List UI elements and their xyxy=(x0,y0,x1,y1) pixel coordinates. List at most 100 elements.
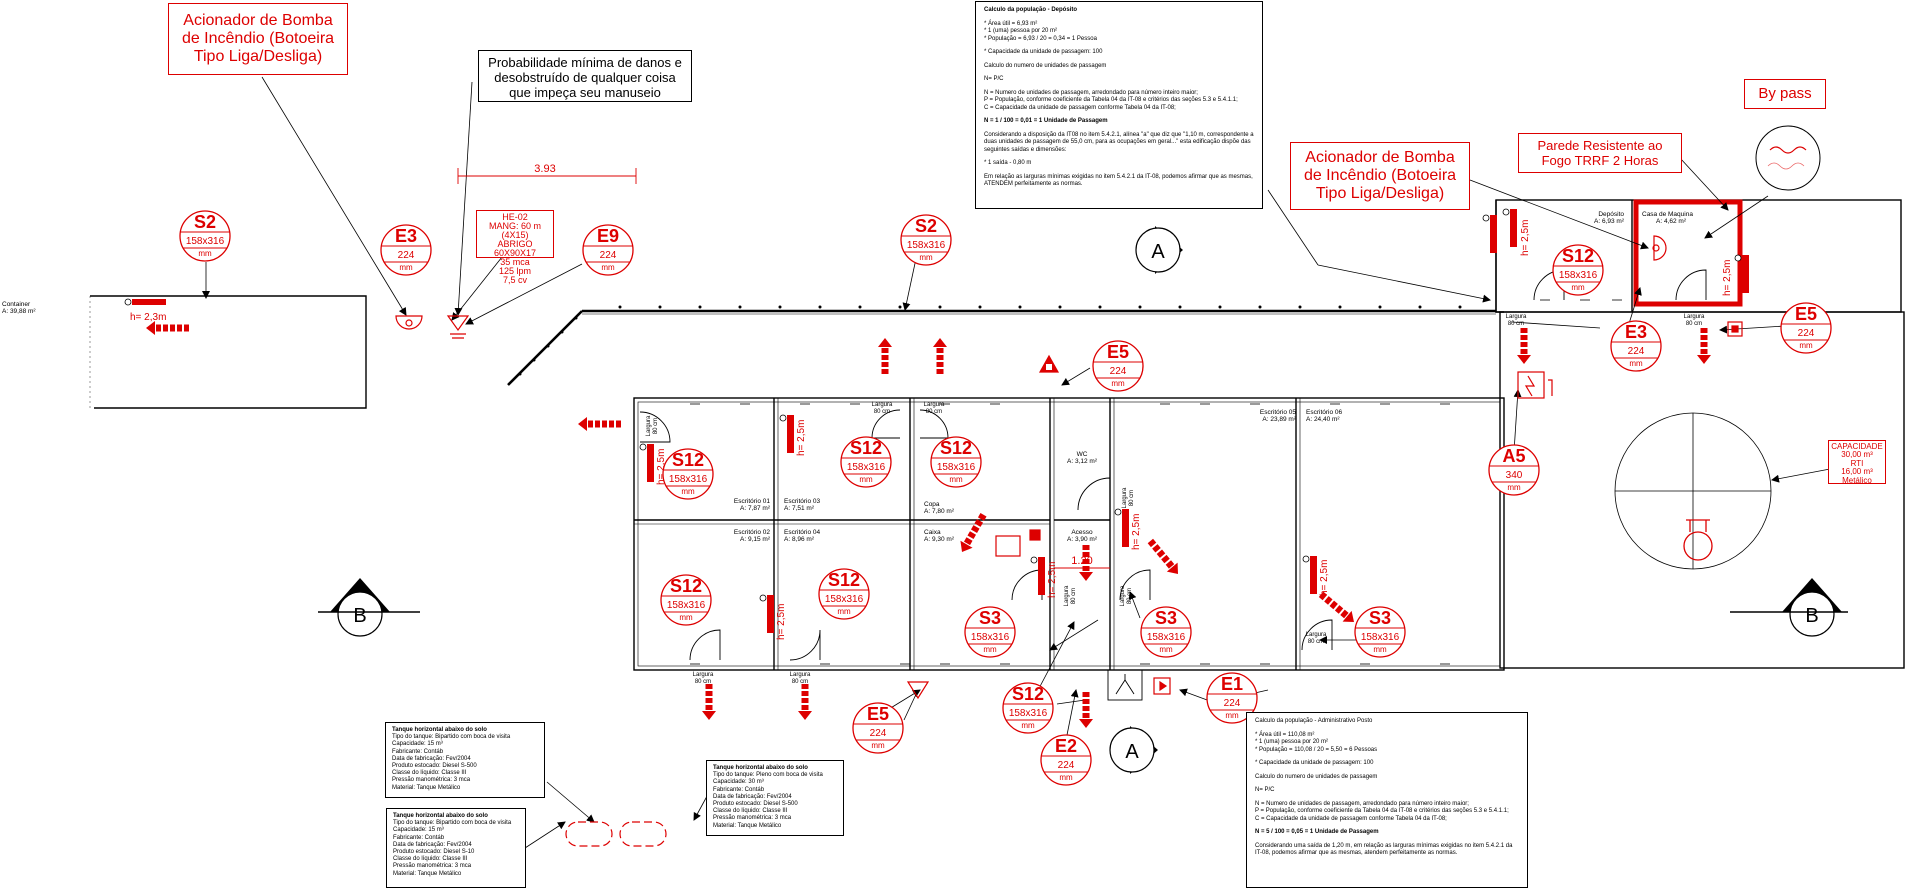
svg-text:158x316: 158x316 xyxy=(1147,632,1186,643)
sign-E3-right: E3 224 mm xyxy=(1610,320,1662,372)
door-label: 80 cm xyxy=(1071,588,1077,604)
room-name: Copa xyxy=(924,501,940,508)
calc-line: * Área útil = 110,08 m² xyxy=(1255,731,1315,738)
calc-line: P = População, conforme coeficiente da T… xyxy=(1255,808,1509,814)
height-label: h= 2,5m xyxy=(776,604,787,640)
tank-circle xyxy=(1614,412,1772,570)
calc-line: * 1 (uma) pessoa por 20 m² xyxy=(1255,739,1329,745)
population-calc-admin: Calculo da população - Administrativo Po… xyxy=(1246,712,1528,888)
sign-S2-top: S2 158x316 mm xyxy=(900,214,952,266)
sign-E9: E9 224 mm xyxy=(582,224,634,276)
height-label: h= 2,5m xyxy=(1722,260,1733,296)
tank-line: Capacidade: 15 m³ xyxy=(392,741,443,748)
sign-S12-escritorio02: S12 158x316 mm xyxy=(660,574,712,626)
svg-text:158x316: 158x316 xyxy=(1361,632,1400,643)
calc-line: P = População, conforme coeficiente da T… xyxy=(984,97,1238,103)
room-name: Escritório 04 xyxy=(784,529,821,536)
capacity-line: 30,00 m³ xyxy=(1841,450,1873,460)
hydrant-line: 35 mca xyxy=(500,257,530,267)
sign-E5-right: E5 224 mm xyxy=(1780,302,1832,354)
tank-line: Classe do líquido: Classe III xyxy=(713,808,788,815)
room-area: A: 7,87 m² xyxy=(740,505,771,512)
svg-text:mm: mm xyxy=(1571,283,1585,292)
door-label: Largura xyxy=(872,402,893,408)
calc-line: * Capacidade da unidade de passagem: 100 xyxy=(984,49,1103,55)
calc-line: N = 5 / 100 = 0,05 = 1 Unidade de Passag… xyxy=(1255,829,1379,835)
svg-text:224: 224 xyxy=(1058,760,1075,771)
calc-line: * População = 110,08 / 20 = 5,50 = 6 Pes… xyxy=(1255,746,1378,753)
svg-text:mm: mm xyxy=(1629,359,1643,368)
svg-text:158x316: 158x316 xyxy=(971,632,1010,643)
sign-E2: E2 224 mm xyxy=(1040,734,1092,786)
tank-title: Tanque horizontal abaixo do solo xyxy=(713,765,808,771)
door-label: Largura xyxy=(1122,487,1128,508)
calc-line: * Área útil = 6,93 m² xyxy=(984,20,1038,27)
room-area: A: 23,89 m² xyxy=(1262,416,1296,423)
hydrant-line: 7,5 cv xyxy=(502,275,527,285)
calc-line: N = 1 / 100 = 0,01 = 1 Unidade de Passag… xyxy=(984,118,1108,124)
svg-text:S12: S12 xyxy=(1012,684,1044,704)
leader-lines xyxy=(202,76,1831,849)
door-label: 80 cm xyxy=(695,679,711,685)
tank-line: Material: Tanque Metálico xyxy=(393,870,462,877)
tank-info-3: Tanque horizontal abaixo do solo Tipo do… xyxy=(386,808,526,888)
svg-text:158x316: 158x316 xyxy=(847,462,886,473)
svg-text:mm: mm xyxy=(1507,483,1521,492)
window-marks xyxy=(690,299,1622,665)
calc-line: * 1 (uma) pessoa por 20 m² xyxy=(984,28,1058,34)
tank-line: Data de fabricação: Fev/2004 xyxy=(393,841,472,848)
svg-text:S3: S3 xyxy=(1155,608,1177,628)
svg-text:mm: mm xyxy=(949,475,963,484)
sign-S12-deposito: S12 158x316 mm xyxy=(1552,244,1604,296)
svg-text:S12: S12 xyxy=(828,570,860,590)
tank-line: Material: Tanque Metálico xyxy=(392,784,461,791)
svg-text:E3: E3 xyxy=(1625,322,1647,342)
svg-text:mm: mm xyxy=(399,263,413,272)
alarm-icon xyxy=(1107,669,1143,701)
svg-text:224: 224 xyxy=(1798,328,1815,339)
door-label: Largura xyxy=(1064,585,1070,606)
svg-text:mm: mm xyxy=(871,741,885,750)
room-area: A: 3,90 m² xyxy=(1067,536,1098,543)
tank-line: Tipo do tanque: Bipartido com boca de vi… xyxy=(392,734,511,741)
room-area: A: 4,62 m² xyxy=(1656,218,1687,225)
wall-posts xyxy=(518,305,1462,376)
svg-text:mm: mm xyxy=(1225,711,1239,720)
svg-text:S3: S3 xyxy=(1369,608,1391,628)
svg-text:158x316: 158x316 xyxy=(907,240,946,251)
sign-S12-copa: S12 158x316 mm xyxy=(930,436,982,488)
hydrant-id: HE-02 xyxy=(502,212,528,222)
exit-arrows xyxy=(146,321,1711,728)
svg-text:S2: S2 xyxy=(194,212,216,232)
svg-text:S12: S12 xyxy=(1562,246,1594,266)
svg-text:158x316: 158x316 xyxy=(669,474,708,485)
svg-text:mm: mm xyxy=(679,613,693,622)
section-label: A xyxy=(1125,741,1139,763)
door-label: 80 cm xyxy=(1686,321,1702,327)
room-name: Acesso xyxy=(1071,529,1093,536)
door-label: Largura xyxy=(1306,632,1327,638)
room-area: A: 3,12 m² xyxy=(1067,458,1098,465)
svg-text:224: 224 xyxy=(1224,698,1241,709)
tank-line: Capacidade: 30 m³ xyxy=(713,779,764,786)
section-marker-B-left: B xyxy=(318,578,420,637)
calc-line: Considerando uma saída de 1,20 m, em rel… xyxy=(1255,842,1513,857)
tank-line: Fabricante: Contáb xyxy=(392,748,444,755)
room-area: A: 7,80 m² xyxy=(924,508,955,515)
svg-text:224: 224 xyxy=(600,250,617,261)
hydrant-symbol xyxy=(1683,519,1713,561)
tank-line: Capacidade: 15 m³ xyxy=(393,827,444,834)
door-label: Largura xyxy=(646,415,652,436)
svg-text:340: 340 xyxy=(1506,470,1523,481)
container-area: A: 39,88 m² xyxy=(2,308,36,315)
svg-text:mm: mm xyxy=(1373,645,1387,654)
tank-line: Pressão manométrica: 3 mca xyxy=(392,777,471,784)
tank-line: Pressão manométrica: 3 mca xyxy=(713,815,792,822)
door-label: 80 cm xyxy=(792,679,808,685)
sign-S3-caixa: S3 158x316 mm xyxy=(964,606,1016,658)
tank-line: Tipo do tanque: Bipartido com boca de vi… xyxy=(393,820,512,827)
pump-trigger-callout-left: Acionador de Bomba de Incêndio (Botoeira… xyxy=(168,3,348,75)
capacity-line: CAPACIDADE xyxy=(1831,442,1883,451)
svg-text:S12: S12 xyxy=(672,450,704,470)
sign-E5-top: E5 224 mm xyxy=(1092,340,1144,392)
